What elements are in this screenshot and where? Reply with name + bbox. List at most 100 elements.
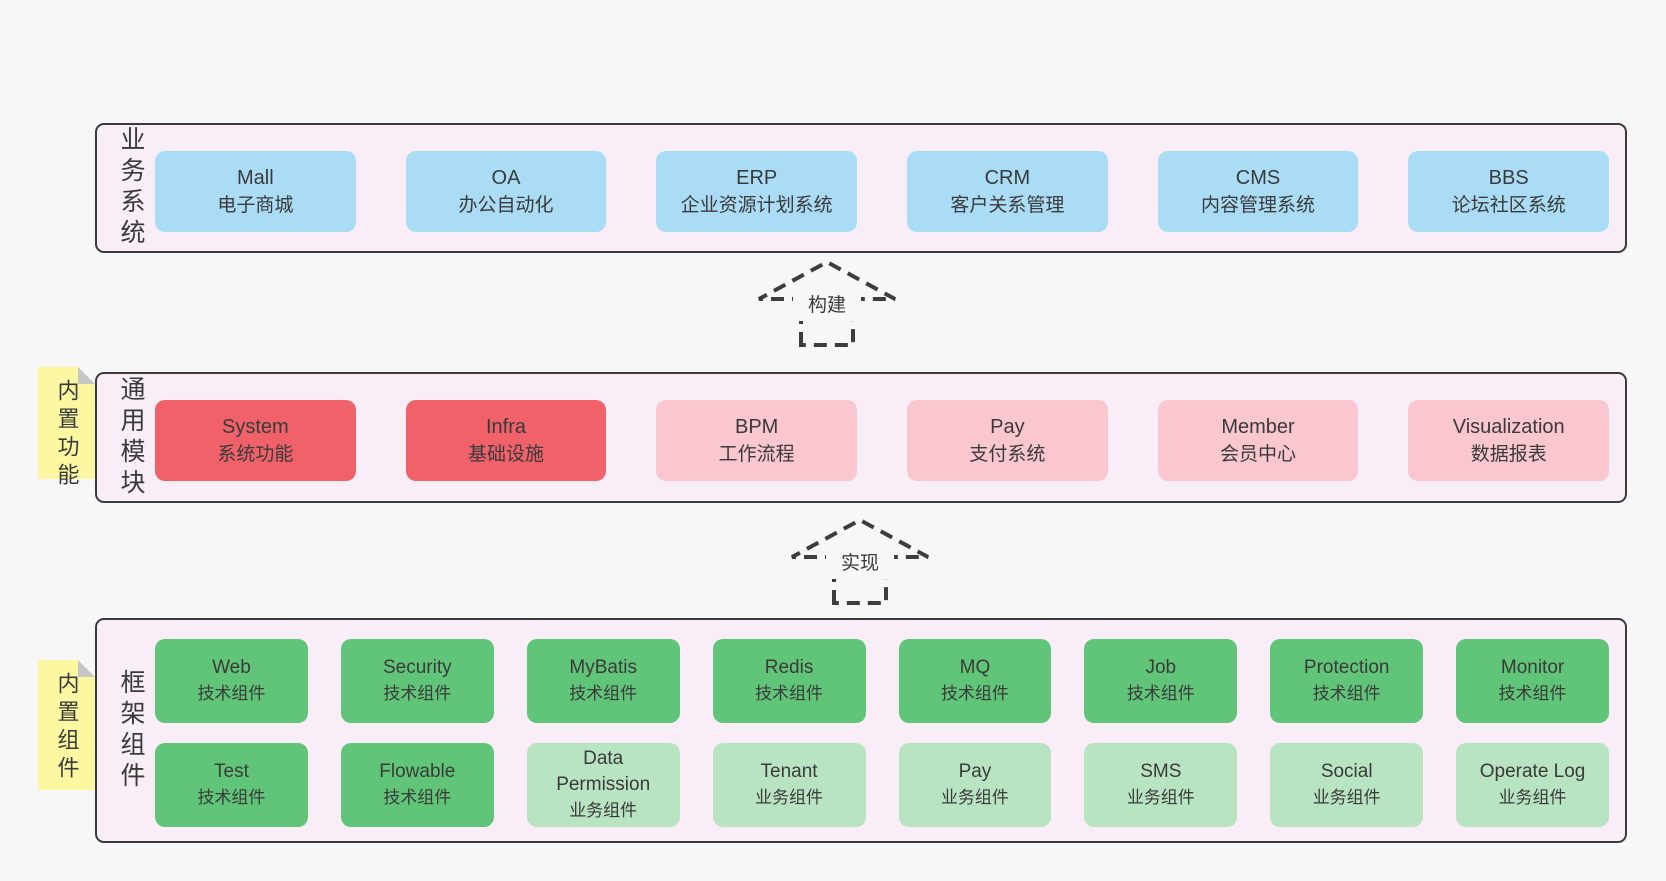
box-system: System 系统功能	[155, 400, 356, 481]
box-web: Web 技术组件	[155, 639, 308, 723]
common-modules-label: 通用模块	[117, 375, 145, 500]
sticky-note-builtin-components: 内置组件	[38, 660, 95, 790]
framework-components-row-2: Test 技术组件 Flowable 技术组件 Data Permission …	[155, 743, 1609, 827]
box-subtitle: 工作流程	[718, 443, 795, 465]
sticky-note-label: 内置组件	[54, 672, 80, 784]
box-title: OA	[491, 166, 521, 189]
arrow-label-backdrop	[793, 287, 861, 321]
common-modules-container: 通用模块 System 系统功能 Infra 基础设施 BPM 工作流程 Pay…	[95, 372, 1627, 503]
box-subtitle: 企业资源计划系统	[680, 194, 833, 216]
box-flowable: Flowable 技术组件	[340, 743, 494, 827]
box-protection: Protection 技术组件	[1270, 639, 1424, 723]
implement-arrow-label: 实现	[841, 552, 879, 574]
box-subtitle: 技术组件	[1498, 684, 1567, 703]
box-title: Web	[212, 657, 251, 678]
box-subtitle: 技术组件	[1126, 684, 1195, 703]
box-title: Infra	[485, 415, 527, 438]
box-subtitle: 技术组件	[383, 684, 452, 703]
box-subtitle: 业务组件	[1312, 788, 1381, 807]
box-subtitle: 内容管理系统	[1201, 194, 1316, 216]
arrow-label-backdrop	[826, 545, 894, 579]
box-subtitle: 系统功能	[217, 443, 294, 465]
box-subtitle: 电子商城	[217, 194, 294, 216]
box-title: Flowable	[379, 761, 456, 782]
box-title: BBS	[1488, 166, 1529, 189]
framework-components-row-1: Web 技术组件 Security 技术组件 MyBatis 技术组件 Redi…	[155, 639, 1609, 723]
box-title: MyBatis	[569, 657, 637, 678]
box-title: Test	[214, 761, 249, 782]
box-subtitle: 技术组件	[197, 788, 266, 807]
box-visualization: Visualization 数据报表	[1408, 400, 1610, 481]
box-subtitle: 技术组件	[1312, 684, 1381, 703]
box-redis: Redis 技术组件	[712, 639, 866, 723]
box-title: Job	[1145, 657, 1177, 678]
box-title: Data Permission	[556, 748, 651, 795]
framework-components-container: 框架组件 Web 技术组件 Security 技术组件 MyBatis 技术组件…	[95, 618, 1627, 843]
box-title: MQ	[959, 657, 991, 678]
box-job: Job 技术组件	[1084, 639, 1238, 723]
box-mybatis: MyBatis 技术组件	[526, 639, 680, 723]
box-subtitle: 技术组件	[569, 684, 638, 703]
sticky-note-builtin-functions: 内置功能	[38, 367, 95, 491]
box-oa: OA 办公自动化	[405, 151, 607, 232]
box-title: Pay	[958, 761, 992, 782]
box-pay: Pay 支付系统	[907, 400, 1108, 481]
build-arrow-icon: 构建	[758, 259, 896, 347]
box-title: ERP	[736, 166, 778, 189]
box-mq: MQ 技术组件	[898, 639, 1052, 723]
box-social: Social 业务组件	[1270, 743, 1424, 827]
box-subtitle: 业务组件	[569, 801, 638, 820]
box-title: Tenant	[760, 761, 818, 782]
box-title: Visualization	[1452, 415, 1565, 438]
box-title: Pay	[990, 415, 1025, 438]
box-title: CMS	[1235, 166, 1281, 189]
box-cms: CMS 内容管理系统	[1157, 151, 1359, 232]
box-title: Monitor	[1500, 657, 1565, 678]
box-title: Security	[382, 657, 452, 678]
business-systems-container: 业务系统 Mall 电子商城 OA 办公自动化 ERP 企业资源计划系统 CRM…	[95, 123, 1627, 253]
box-security: Security 技术组件	[340, 639, 494, 723]
sticky-note-label: 内置功能	[54, 379, 80, 491]
box-subtitle: 会员中心	[1220, 443, 1297, 465]
box-title: Member	[1221, 415, 1295, 438]
box-title: Mall	[237, 166, 274, 189]
box-subtitle: 论坛社区系统	[1451, 194, 1566, 216]
box-subtitle: 办公自动化	[458, 194, 554, 216]
box-title: SMS	[1140, 761, 1182, 782]
box-pay-biz: Pay 业务组件	[898, 743, 1052, 827]
box-tenant: Tenant 业务组件	[712, 743, 866, 827]
box-bbs: BBS 论坛社区系统	[1408, 151, 1610, 232]
box-subtitle: 业务组件	[1126, 788, 1195, 807]
box-subtitle: 技术组件	[940, 684, 1009, 703]
box-sms: SMS 业务组件	[1084, 743, 1238, 827]
box-subtitle: 业务组件	[1498, 788, 1567, 807]
box-subtitle: 业务组件	[940, 788, 1009, 807]
box-title: CRM	[984, 166, 1031, 189]
box-infra: Infra 基础设施	[405, 400, 607, 481]
box-monitor: Monitor 技术组件	[1456, 639, 1609, 723]
box-subtitle: 业务组件	[755, 788, 824, 807]
build-arrow-label: 构建	[808, 294, 846, 316]
common-modules-row: System 系统功能 Infra 基础设施 BPM 工作流程 Pay 支付系统…	[155, 400, 1610, 481]
sticky-fold-corner	[78, 660, 95, 677]
box-operate-log: Operate Log 业务组件	[1456, 743, 1609, 827]
sticky-fold-corner	[78, 367, 95, 384]
business-systems-row: Mall 电子商城 OA 办公自动化 ERP 企业资源计划系统 CRM 客户关系…	[155, 151, 1610, 232]
box-subtitle: 技术组件	[197, 684, 266, 703]
box-title: Protection	[1303, 657, 1390, 678]
box-title: BPM	[735, 415, 779, 438]
box-title: Social	[1320, 761, 1373, 782]
framework-components-label: 框架组件	[117, 668, 145, 793]
box-subtitle: 客户关系管理	[950, 194, 1065, 216]
implement-arrow-icon: 实现	[791, 517, 929, 605]
box-subtitle: 支付系统	[969, 443, 1046, 465]
box-title: System	[221, 415, 289, 438]
box-title: Redis	[764, 657, 814, 678]
box-mall: Mall 电子商城	[155, 151, 356, 232]
box-crm: CRM 客户关系管理	[907, 151, 1108, 232]
box-bpm: BPM 工作流程	[656, 400, 858, 481]
box-subtitle: 数据报表	[1470, 443, 1547, 465]
box-subtitle: 技术组件	[755, 684, 824, 703]
box-subtitle: 基础设施	[468, 443, 545, 465]
business-systems-label: 业务系统	[117, 126, 145, 250]
